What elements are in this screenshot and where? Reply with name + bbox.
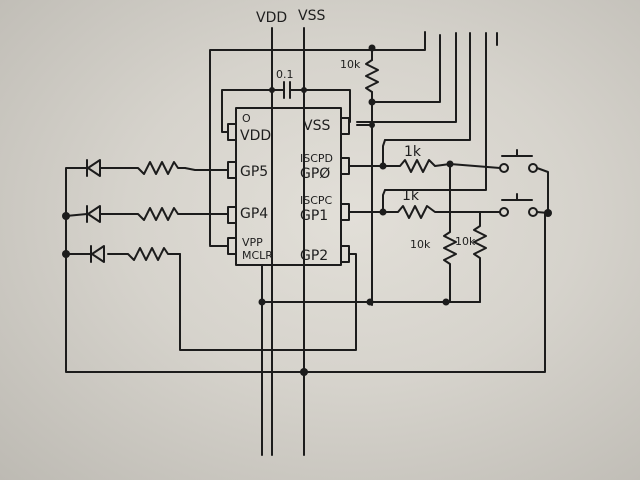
junction-dot	[544, 209, 552, 217]
pin-gp2: GP2	[300, 248, 328, 264]
series-resistor-2	[382, 205, 481, 219]
pulldown-resistor-1-value: 10k	[410, 238, 431, 251]
pin-gp4: GP4	[240, 206, 268, 222]
top-bus-wire	[209, 31, 426, 246]
chip-body	[235, 107, 342, 266]
vdd-label: VDD	[256, 10, 287, 26]
pin-stub	[227, 206, 237, 224]
pin-stub	[340, 203, 350, 221]
ground-bus	[65, 212, 546, 373]
gp5-resistor	[124, 161, 186, 175]
pin-stub	[340, 117, 350, 135]
cap-wire-right	[289, 89, 351, 123]
pin-iscpc: ISCPC	[300, 194, 333, 207]
gp4-resistor	[124, 207, 186, 221]
pin-vpp: VPP	[242, 236, 263, 249]
header-line	[371, 34, 441, 103]
junction-dot	[442, 298, 450, 306]
header-line	[356, 32, 457, 123]
junction-dot	[269, 87, 275, 93]
gp5-led	[87, 159, 101, 177]
gp4-led	[87, 205, 101, 223]
junction-dot	[62, 250, 70, 258]
pulldown-resistor-2-value: 10k	[455, 235, 476, 248]
pin-gp5: GP5	[240, 164, 268, 180]
junction-dot	[62, 212, 70, 220]
header-tap	[382, 139, 386, 167]
gp0-wire	[449, 163, 501, 169]
junction-dot	[369, 122, 375, 128]
gp5-wire	[184, 167, 229, 171]
pin1-marker: O	[242, 112, 251, 125]
pin-stub	[227, 161, 237, 179]
pin-vdd: VDD	[240, 128, 271, 144]
header-tap	[382, 189, 386, 213]
gp2-wire	[179, 253, 357, 351]
pin-mclr: MCLR	[242, 249, 273, 262]
junction-dot	[301, 87, 307, 93]
pulldown-resistor-1	[443, 163, 457, 303]
button-1-contact	[499, 163, 509, 173]
pullup-value: 10k	[340, 58, 361, 71]
gp2-resistor	[107, 247, 181, 261]
pullup-resistor	[365, 59, 379, 93]
pin-stub	[227, 123, 237, 141]
junction-dot	[300, 368, 308, 376]
series-resistor-2-value: 1k	[402, 188, 420, 204]
pin-vss: VSS	[303, 118, 330, 134]
led-common-wire	[65, 167, 88, 361]
pin-stub	[340, 157, 350, 175]
vdd-pin-wire	[221, 119, 229, 133]
button-1-wire	[536, 167, 549, 214]
pin-stub	[227, 237, 237, 255]
pin-gp1: GP1	[300, 208, 328, 224]
header-line	[384, 32, 471, 141]
pin-iscpd: ISCPD	[300, 152, 333, 165]
pin-gp0: GPØ	[300, 166, 330, 182]
button-2-contact	[528, 207, 538, 217]
pulldown-resistor-2	[473, 211, 487, 303]
header-line	[384, 32, 487, 191]
button-2-contact	[499, 207, 509, 217]
series-resistor-1-value: 1k	[404, 144, 422, 160]
button-1-contact	[528, 163, 538, 173]
capacitor-value: 0.1	[276, 68, 294, 81]
junction-dot	[366, 298, 374, 306]
pin-stub	[340, 245, 350, 263]
vss-label: VSS	[298, 8, 325, 24]
gp2-led	[91, 245, 105, 263]
series-resistor-1	[382, 159, 451, 173]
cap-wire-left	[221, 89, 285, 121]
